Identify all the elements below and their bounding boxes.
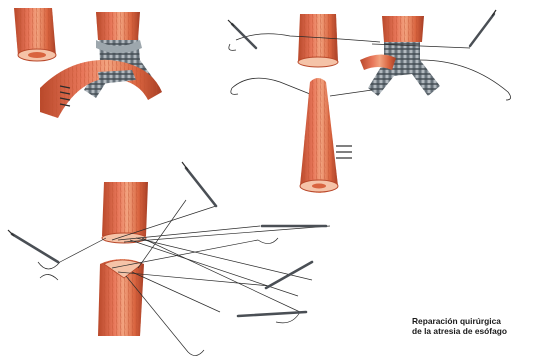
- trachea-fistula-2: [360, 16, 440, 96]
- mobilized-lower-esophagus: [300, 78, 338, 193]
- lower-esophagus-anastomosis: [98, 259, 144, 336]
- surgical-needle-top-right: [470, 10, 496, 46]
- panel-bottom: [8, 162, 330, 356]
- surgical-needle-bottom-right-3: [238, 312, 306, 316]
- panel-top-right: [228, 10, 511, 193]
- caption-line-1: Reparación quirúrgica: [412, 316, 540, 326]
- caption-line-2: de la atresia de esófago: [412, 326, 540, 336]
- upper-esophagus-segment: [14, 8, 56, 61]
- upper-esophagus-segment-2: [298, 14, 338, 67]
- surgical-needle-top-left: [228, 20, 256, 48]
- surgical-needle-bottom-left: [8, 230, 58, 262]
- upper-esophagus-anastomosis: [102, 182, 148, 243]
- surgical-needle-bottom-right-2: [266, 262, 312, 288]
- panel-top-left: [14, 8, 162, 118]
- surgical-needle-bottom-top: [182, 162, 216, 206]
- suture-ties-right: [336, 146, 352, 158]
- figure-caption: Reparación quirúrgica de la atresia de e…: [412, 316, 540, 336]
